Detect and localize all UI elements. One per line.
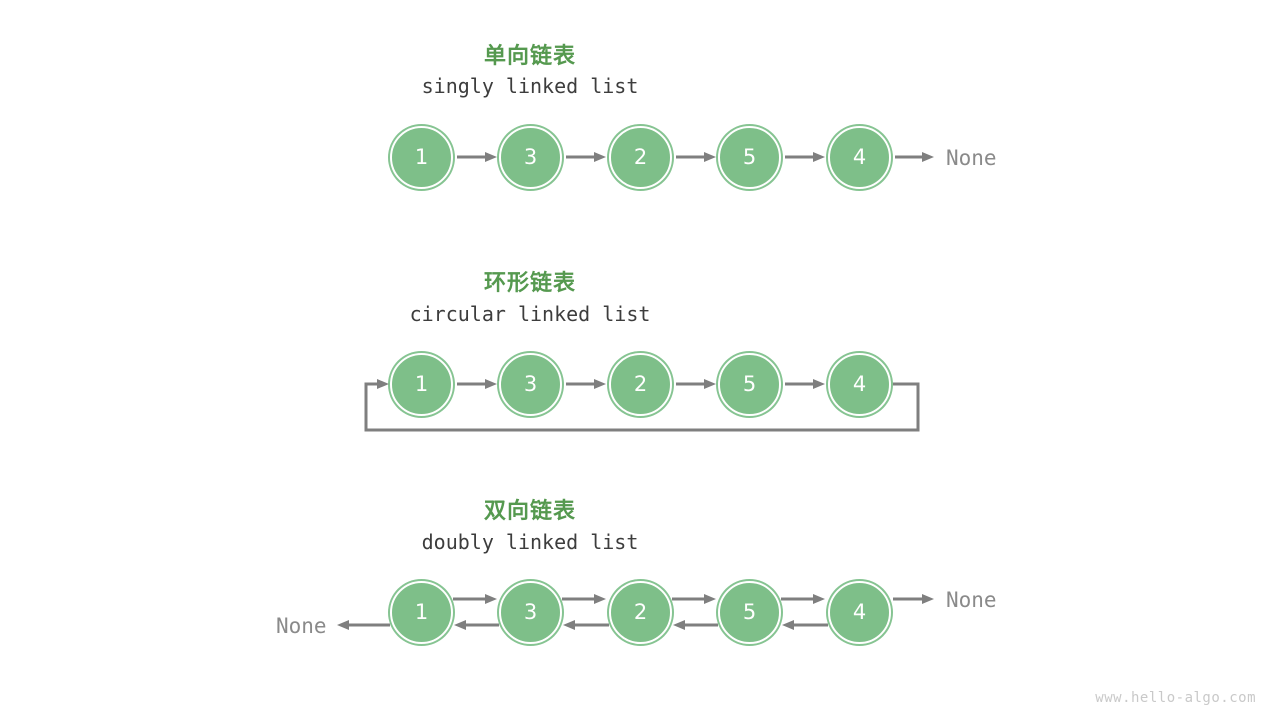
- arrow-head-icon: [704, 379, 716, 389]
- node: 5: [718, 581, 781, 644]
- arrow-head-icon: [782, 620, 794, 630]
- node: 5: [718, 126, 781, 189]
- node: 3: [499, 353, 562, 416]
- node: 1: [390, 353, 453, 416]
- circular-title: 环形链表: [483, 271, 576, 296]
- node: 3: [499, 581, 562, 644]
- doubly-subtitle: doubly linked list: [421, 530, 639, 554]
- arrow-head-icon: [485, 594, 497, 604]
- singly-subtitle: singly linked list: [421, 74, 639, 98]
- node: 4: [828, 126, 891, 189]
- node: 4: [828, 581, 891, 644]
- arrow-head-icon: [454, 620, 466, 630]
- arrow-head-icon: [922, 152, 934, 162]
- node: 3: [499, 126, 562, 189]
- node: 1: [390, 126, 453, 189]
- node: 2: [609, 126, 672, 189]
- arrow-head-icon: [337, 620, 349, 630]
- arrow-head-icon: [594, 379, 606, 389]
- node: 5: [718, 353, 781, 416]
- node: 4: [828, 353, 891, 416]
- arrow-head-icon: [485, 379, 497, 389]
- arrow-head-icon: [594, 152, 606, 162]
- circular-subtitle: circular linked list: [409, 302, 651, 326]
- watermark: www.hello-algo.com: [1095, 690, 1256, 706]
- arrow-head-icon: [594, 594, 606, 604]
- arrow-head-icon: [813, 594, 825, 604]
- arrow-head-icon: [704, 594, 716, 604]
- node: 2: [609, 353, 672, 416]
- arrow-head-icon: [673, 620, 685, 630]
- doubly-head-none-label: None: [276, 614, 327, 638]
- arrow-head-icon: [563, 620, 575, 630]
- node: 2: [609, 581, 672, 644]
- arrow-head-icon: [813, 379, 825, 389]
- singly-tail-none-label: None: [946, 146, 997, 170]
- arrow-head-icon: [922, 594, 934, 604]
- doubly-title: 双向链表: [483, 499, 576, 524]
- node: 1: [390, 581, 453, 644]
- doubly-tail-none-label: None: [946, 588, 997, 612]
- singly-title: 单向链表: [483, 44, 576, 69]
- arrow-head-icon: [377, 379, 389, 389]
- arrow-head-icon: [704, 152, 716, 162]
- arrow-head-icon: [485, 152, 497, 162]
- arrow-head-icon: [813, 152, 825, 162]
